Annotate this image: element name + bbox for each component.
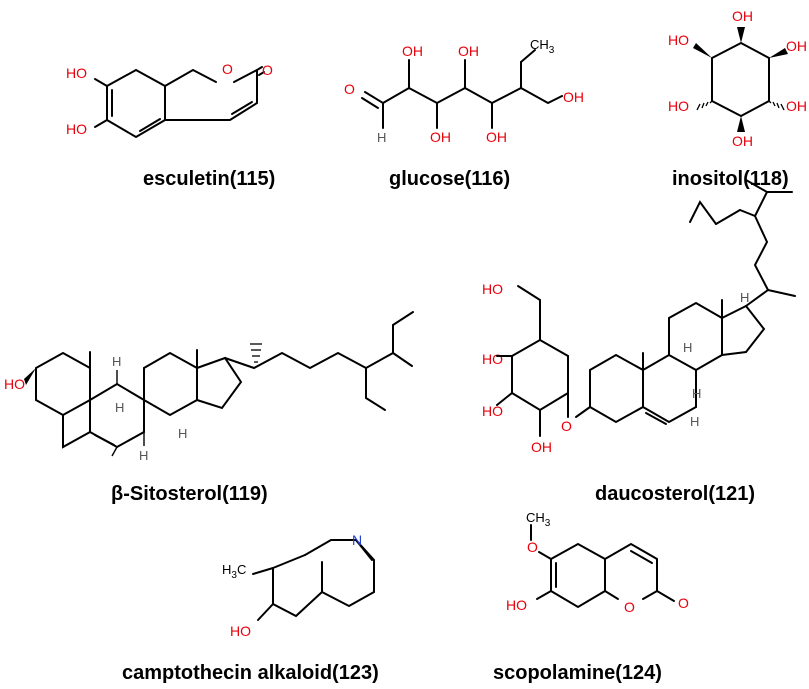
atom-o: O bbox=[262, 62, 273, 78]
esculetin-structure: O O HO HO bbox=[66, 61, 273, 139]
atom-oh: OH bbox=[531, 439, 552, 455]
atom-n: N bbox=[352, 532, 362, 548]
caption-scopolamine: scopolamine(124) bbox=[493, 662, 662, 684]
atom-ch3: CH3 bbox=[530, 37, 555, 56]
scopolamine-structure: O O O HO CH3 bbox=[506, 510, 689, 615]
atom-oh: OH bbox=[486, 129, 507, 145]
caption-sitosterol: β-Sitosterol(119) bbox=[111, 483, 268, 505]
atom-oh: HO bbox=[66, 65, 87, 81]
caption-esculetin: esculetin(115) bbox=[143, 168, 276, 190]
atom-oh: OH bbox=[563, 89, 584, 105]
atom-oh: OH bbox=[732, 8, 753, 24]
atom-oh: HO bbox=[506, 597, 527, 613]
caption-inositol: inositol(118) bbox=[672, 168, 789, 190]
atom-oh: OH bbox=[458, 43, 479, 59]
atom-o: O bbox=[561, 418, 572, 434]
atom-h: H bbox=[139, 448, 148, 463]
atom-oh: HO bbox=[668, 32, 689, 48]
atom-h: H bbox=[683, 340, 692, 355]
sitosterol-structure: H H H H HO bbox=[4, 311, 414, 463]
atom-oh: OH bbox=[786, 98, 807, 114]
atom-h: H bbox=[115, 400, 124, 415]
camptothecin-structure: N H3C HO bbox=[222, 532, 375, 639]
caption-camptothecin: camptothecin alkaloid(123) bbox=[122, 662, 379, 684]
atom-o: O bbox=[344, 81, 355, 97]
inositol-structure: OH OH HO OH HO OH bbox=[668, 8, 807, 149]
atom-oh: HO bbox=[66, 121, 87, 137]
daucosterol-structure: HO HO HO OH O H H H H bbox=[482, 179, 796, 455]
atom-oh: HO bbox=[4, 376, 25, 392]
atom-oh: OH bbox=[430, 129, 451, 145]
atom-h3c: H3C bbox=[222, 562, 246, 581]
atom-oh: OH bbox=[732, 133, 753, 149]
atom-oh: OH bbox=[402, 43, 423, 59]
atom-o: O bbox=[527, 539, 538, 555]
atom-h: H bbox=[740, 290, 749, 305]
atom-h: H bbox=[112, 354, 121, 369]
atom-o: O bbox=[222, 61, 233, 77]
caption-daucosterol: daucosterol(121) bbox=[595, 483, 756, 505]
atom-h: H bbox=[377, 130, 386, 145]
atom-h: H bbox=[692, 386, 701, 401]
atom-o: O bbox=[678, 595, 689, 611]
atom-oh: OH bbox=[786, 38, 807, 54]
atom-oh: HO bbox=[482, 351, 503, 367]
atom-oh: HO bbox=[668, 98, 689, 114]
atom-oh: HO bbox=[230, 623, 251, 639]
atom-h: H bbox=[178, 426, 187, 441]
atom-h: H bbox=[690, 414, 699, 429]
atom-ch3: CH3 bbox=[526, 510, 551, 529]
glucose-structure: O H OH OH OH OH OH CH3 bbox=[344, 37, 584, 145]
atom-o: O bbox=[624, 599, 635, 615]
caption-glucose: glucose(116) bbox=[389, 168, 511, 190]
atom-oh: HO bbox=[482, 281, 503, 297]
atom-oh: HO bbox=[482, 403, 503, 419]
